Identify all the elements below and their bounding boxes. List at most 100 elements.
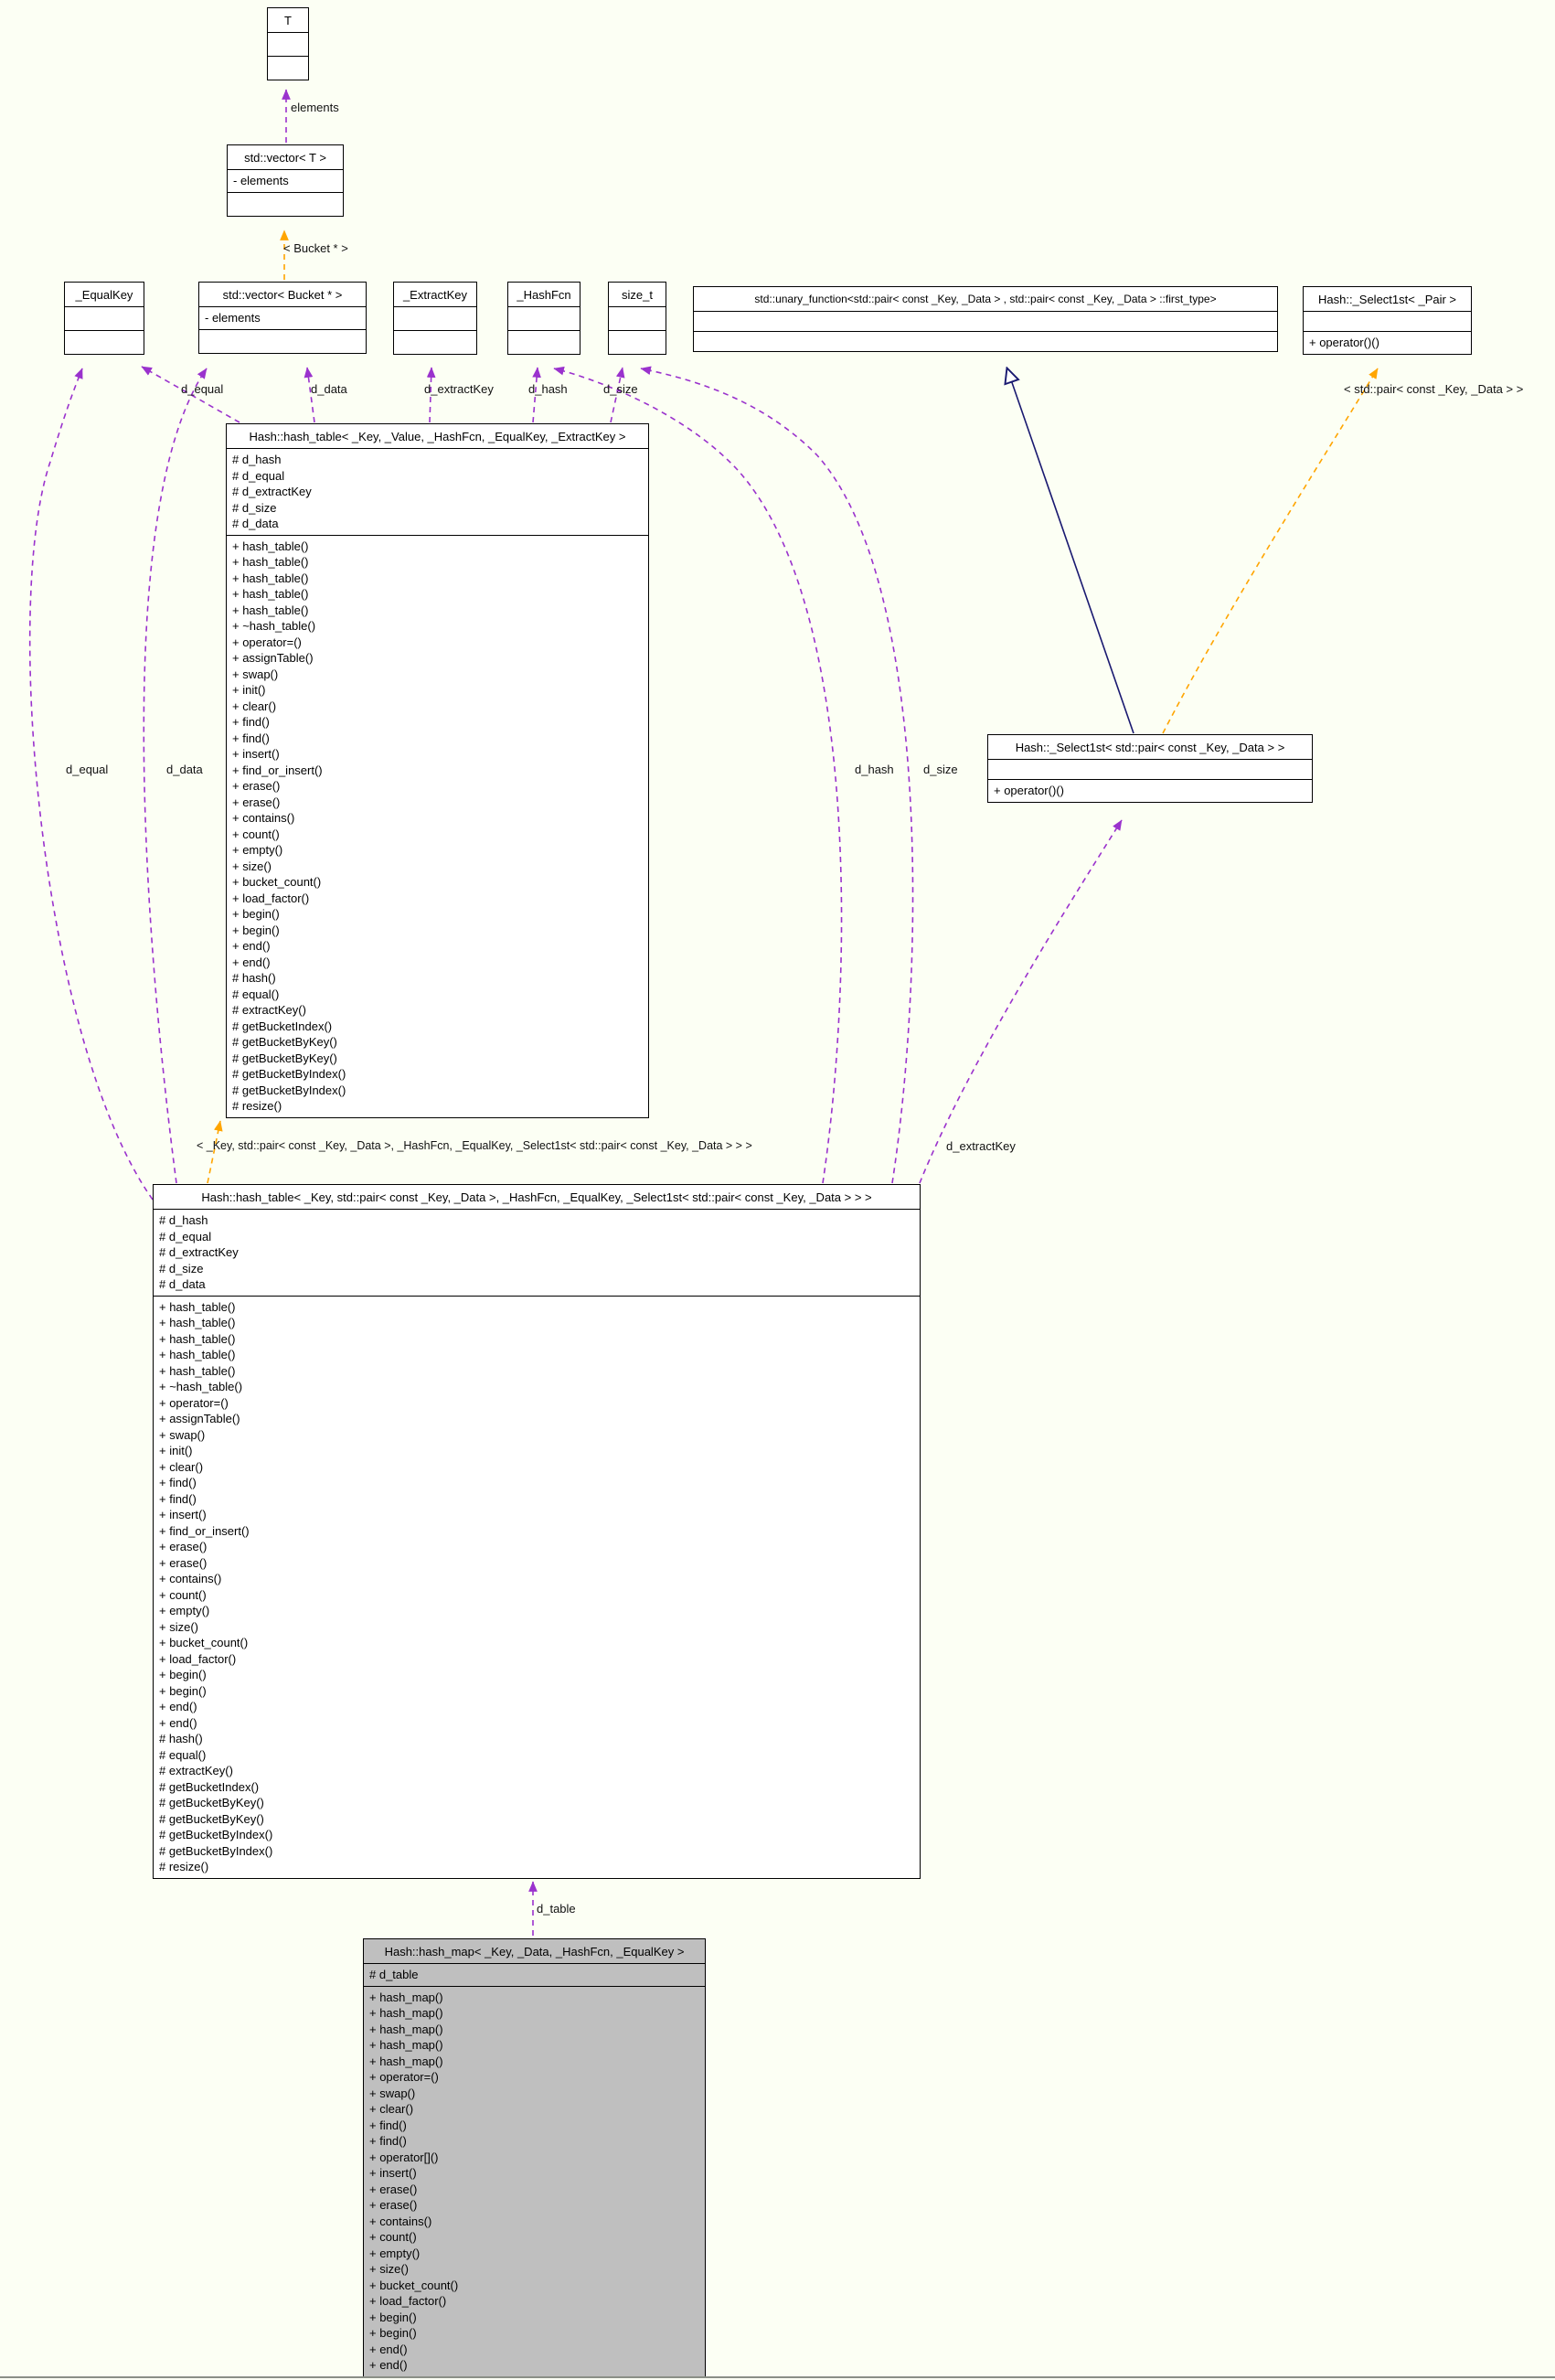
member-line: + init() [232, 683, 266, 697]
methods-compartment [694, 331, 1277, 351]
member-line: + hash_table() [159, 1331, 236, 1346]
member-line: - elements [205, 311, 261, 325]
member-line: + find_or_insert() [232, 763, 323, 777]
member-line: + size() [232, 859, 272, 873]
class-node-extractkey: _ExtractKey [393, 282, 477, 355]
member-line: + ~hash_table() [159, 1380, 243, 1393]
member-line: + count() [369, 2230, 417, 2244]
member-line: # d_extractKey [159, 1245, 239, 1259]
member-line: + erase() [159, 1555, 208, 1570]
member-line: # d_data [159, 1277, 206, 1291]
member-line: + end() [232, 955, 271, 969]
class-node-hash-table-generic[interactable]: Hash::hash_table< _Key, _Value, _HashFcn… [226, 423, 649, 1118]
member-line: + erase() [232, 795, 281, 809]
class-title: Hash::hash_table< _Key, std::pair< const… [201, 1190, 872, 1204]
member-line: + end() [369, 2342, 408, 2356]
member-line: + begin() [369, 2310, 417, 2324]
edge-label-d-hash-2: d_hash [855, 763, 894, 776]
methods-compartment [268, 56, 308, 80]
class-node-hash-table-spec[interactable]: Hash::hash_table< _Key, std::pair< const… [153, 1184, 921, 1879]
attributes-compartment: - elements [228, 169, 343, 192]
edge-label-d-size-2: d_size [923, 763, 958, 776]
methods-compartment [65, 330, 144, 354]
class-title: std::vector< Bucket * > [222, 288, 343, 302]
class-node-size-t: size_t [608, 282, 666, 355]
member-line: # getBucketByKey() [159, 1811, 264, 1826]
class-node-vector-bucket: std::vector< Bucket * > - elements [198, 282, 367, 354]
member-line: + find() [232, 731, 270, 745]
member-line: + ~hash_table() [232, 619, 316, 633]
member-line: # d_size [159, 1261, 204, 1275]
edge-label-hash-table-template: < _Key, std::pair< const _Key, _Data >, … [197, 1139, 752, 1152]
member-line: # d_extractKey [232, 485, 312, 498]
member-line: + hash_table() [232, 555, 309, 569]
member-line: + hash_map() [369, 2022, 443, 2036]
edge-label-select1st-template: < std::pair< const _Key, _Data > > [1344, 382, 1524, 396]
member-line: + contains() [159, 1572, 222, 1585]
member-line: + operator()() [1309, 336, 1379, 349]
member-line: + find() [369, 2134, 407, 2148]
member-line: + hash_table() [159, 1348, 236, 1361]
member-line: + begin() [159, 1668, 207, 1681]
member-line: # extractKey() [159, 1764, 233, 1777]
methods-compartment [228, 191, 343, 216]
member-line: + find() [159, 1476, 197, 1489]
edge-label-d-extractkey-2: d_extractKey [946, 1139, 1016, 1153]
edge-label-d-size-1: d_size [603, 382, 638, 396]
methods-compartment: + operator()() [988, 779, 1312, 802]
member-line: + erase() [369, 2198, 418, 2212]
class-title: _HashFcn [517, 288, 571, 302]
edge-d-equal-2 [28, 368, 154, 1201]
member-line: + hash_table() [159, 1363, 236, 1378]
member-line: + hash_map() [369, 1990, 443, 2004]
class-node-hash-map[interactable]: Hash::hash_map< _Key, _Data, _HashFcn, _… [363, 1938, 706, 2377]
member-line: - elements [233, 174, 289, 187]
class-title: Hash::_Select1st< std::pair< const _Key,… [1015, 741, 1285, 754]
edge-label-elements: elements [291, 101, 339, 114]
member-line: + hash_map() [369, 2006, 443, 2020]
member-line: + find() [369, 2118, 407, 2132]
methods-compartment: + hash_table()+ hash_table()+ hash_table… [227, 534, 648, 1117]
member-line: + bucket_count() [232, 875, 322, 889]
member-line: + swap() [369, 2086, 416, 2100]
member-line: # hash() [232, 971, 276, 985]
attributes-compartment [508, 306, 580, 330]
member-line: + end() [159, 1715, 197, 1730]
class-title: std::unary_function<std::pair< const _Ke… [754, 293, 1217, 305]
member-line: + empty() [232, 843, 283, 857]
member-line: # d_size [232, 500, 277, 515]
member-line: + bucket_count() [369, 2278, 459, 2292]
member-line: + operator=() [369, 2070, 439, 2084]
member-line: # d_table [369, 1968, 419, 1981]
member-line: + clear() [159, 1459, 204, 1474]
member-line: + hash_table() [159, 1299, 236, 1314]
member-line: + clear() [369, 2102, 414, 2116]
attributes-compartment: # d_hash# d_equal# d_extractKey# d_size#… [227, 448, 648, 535]
member-line: # extractKey() [232, 1003, 306, 1017]
member-line: + find() [159, 1491, 197, 1506]
member-line: + find() [232, 715, 270, 729]
member-line: # getBucketByIndex() [159, 1843, 273, 1858]
class-title: _EqualKey [75, 288, 133, 302]
member-line: # getBucketByIndex() [159, 1828, 273, 1841]
class-node-select1st-std-pair[interactable]: Hash::_Select1st< std::pair< const _Key,… [987, 734, 1313, 803]
member-line: # getBucketByKey() [232, 1035, 337, 1049]
attributes-compartment [609, 306, 666, 330]
class-node-select1st-pair[interactable]: Hash::_Select1st< _Pair > + operator()() [1303, 286, 1472, 355]
class-title: T [284, 14, 292, 27]
member-line: # hash() [159, 1732, 203, 1745]
class-node-equalkey: _EqualKey [64, 282, 144, 355]
member-line: + begin() [232, 907, 280, 921]
edge-label-bucket-template: < Bucket * > [283, 241, 348, 255]
edge-label-d-hash-1: d_hash [528, 382, 568, 396]
member-line: + hash_table() [159, 1316, 236, 1329]
member-line: # getBucketByKey() [159, 1796, 264, 1809]
attributes-compartment: # d_table [364, 1963, 705, 1986]
methods-compartment: + operator()() [1304, 331, 1471, 354]
member-line: + end() [369, 2358, 408, 2372]
member-line: # getBucketByKey() [232, 1051, 337, 1065]
methods-compartment: + hash_map()+ hash_map()+ hash_map()+ ha… [364, 1985, 705, 2376]
member-line: + begin() [232, 923, 280, 937]
edge-label-d-equal-2: d_equal [66, 763, 109, 776]
